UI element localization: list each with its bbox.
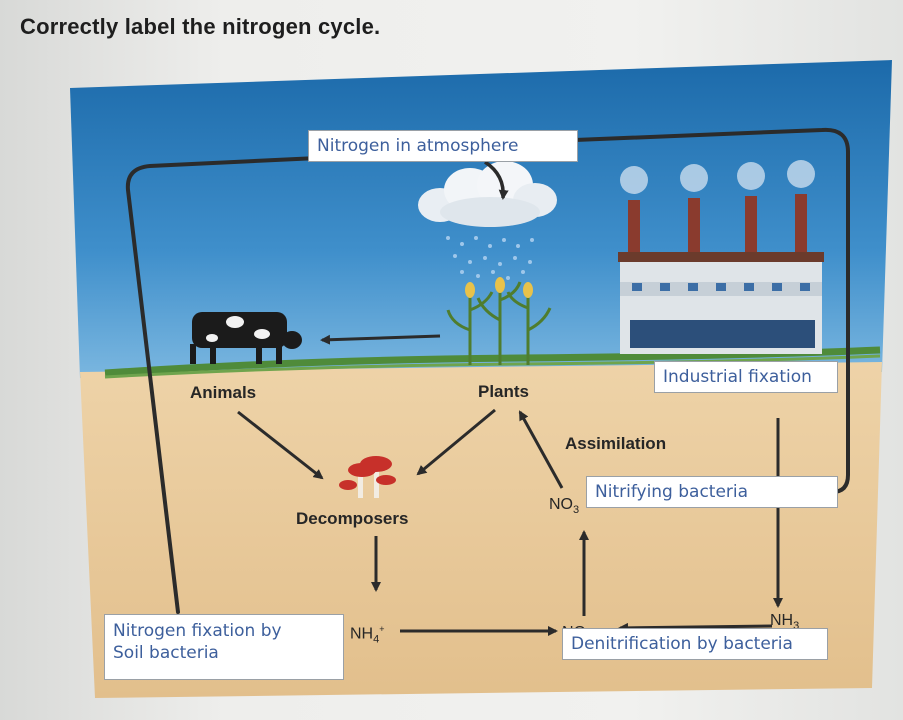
chem-nh3: NH3 xyxy=(770,612,800,633)
arrow-no3-to-plants xyxy=(518,410,564,489)
label-animals: Animals xyxy=(190,383,257,402)
rain-drops xyxy=(446,236,534,280)
label-decomposers: Decomposers xyxy=(296,509,409,528)
arrow-nh3-to-no2 xyxy=(618,622,773,633)
factory-icon xyxy=(618,160,824,354)
chem-nh4: NH4+ xyxy=(350,624,385,646)
question-text: Correctly label the nitrogen cycle. xyxy=(20,14,381,39)
answer-box-nitrifying-bacteria[interactable]: Nitrifying bacteria xyxy=(586,476,838,508)
answer-box-nitrogen-fixation-soil-bacteria[interactable]: Nitrogen fixation by Soil bacteria xyxy=(104,614,344,680)
cloud-icon xyxy=(418,161,557,227)
plants-icon xyxy=(446,281,552,365)
label-assimilation: Assimilation xyxy=(565,434,667,453)
arrow-plants-to-decomposers xyxy=(416,408,496,476)
label-plants: Plants xyxy=(478,382,530,401)
cow-icon xyxy=(190,312,302,364)
answer-box-denitrification[interactable]: Denitrification by bacteria xyxy=(562,628,828,660)
arrow-animals-to-decomposers xyxy=(237,410,324,480)
decomposers-icon xyxy=(339,456,396,498)
arrow-atmosphere-to-cloud xyxy=(484,160,509,200)
answer-box-nitrogen-in-atmosphere[interactable]: Nitrogen in atmosphere xyxy=(308,130,578,162)
chem-no3: NO3 xyxy=(549,496,580,517)
answer-box-industrial-fixation[interactable]: Industrial fixation xyxy=(654,361,838,393)
cycle-frame xyxy=(125,127,850,614)
arrow-plants-to-animals xyxy=(320,334,441,345)
